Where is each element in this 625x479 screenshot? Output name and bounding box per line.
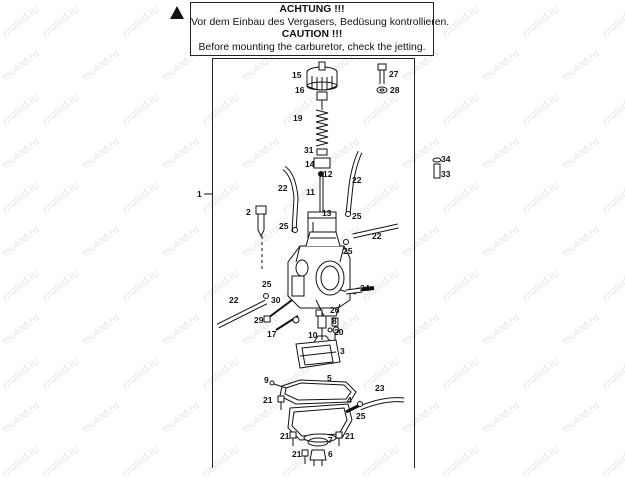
callout-12: 12 [323, 169, 333, 179]
assembly-frame [212, 58, 415, 468]
callout-3: 3 [340, 346, 345, 356]
callout-21-bottom: 21 [292, 449, 302, 459]
bowl-screws-part [277, 395, 343, 464]
callout-25-d: 25 [262, 279, 272, 289]
callout-23: 23 [375, 383, 385, 393]
callout-1: 1 [197, 189, 202, 199]
warning-title-en: CAUTION !!! [281, 29, 343, 41]
overflow-hose-left [216, 299, 268, 329]
vent-hose-right [345, 150, 363, 215]
callout-20: 20 [334, 327, 344, 337]
callout-33: 33 [441, 169, 451, 179]
callout-27: 27 [389, 69, 399, 79]
callout-11: 11 [306, 187, 315, 197]
pilot-jet-part [315, 309, 333, 333]
callout-34: 34 [441, 154, 451, 164]
float-pin-part [269, 380, 287, 389]
float-bowl-gasket-part [279, 379, 357, 405]
callout-2: 2 [246, 207, 251, 217]
callout-25-c: 25 [343, 246, 353, 256]
needle-retainer-part [313, 148, 331, 212]
drain-oring-part [307, 437, 329, 447]
callout-5: 5 [327, 373, 332, 383]
callout-22-lower-left: 22 [229, 295, 239, 305]
warning-text-de: Vor dem Einbau des Vergasers, Bedüsung k… [191, 16, 450, 28]
callout-22-right-lower: 22 [372, 231, 382, 241]
callout-30: 30 [271, 295, 281, 305]
jet-screws-part [263, 299, 340, 340]
jet-33-34-part [432, 157, 442, 179]
hose-clamps-part [263, 211, 363, 407]
callout-13: 13 [322, 208, 332, 218]
callout-6: 6 [328, 449, 333, 459]
callout-25-e: 25 [356, 411, 366, 421]
throttle-spring-part [315, 109, 329, 147]
float-bowl-part [287, 402, 363, 443]
callout-24: 24 [360, 283, 370, 293]
callout-21-left: 21 [280, 431, 290, 441]
callout-29: 29 [254, 315, 264, 325]
warning-text-en: Before mounting the carburetor, check th… [198, 41, 426, 53]
callout-17: 17 [267, 329, 277, 339]
cable-adjuster-part [316, 91, 328, 110]
callout-25-b: 25 [352, 211, 362, 221]
callout-25-a: 25 [279, 221, 289, 231]
callout-22-right: 22 [352, 175, 362, 185]
drain-hose-part [359, 397, 405, 411]
warning-triangle-icon [170, 6, 184, 19]
carburetor-body-part [287, 231, 375, 317]
callout-15: 15 [292, 70, 302, 80]
callout-26: 26 [330, 305, 340, 315]
screw-27-part [377, 63, 387, 84]
callout-14: 14 [305, 159, 315, 169]
callout-31: 31 [304, 145, 314, 155]
callout-4: 4 [347, 395, 352, 405]
callout-7: 7 [328, 435, 333, 445]
warning-title-de: ACHTUNG !!! [279, 4, 345, 15]
idle-screw-part [255, 205, 267, 270]
warning-box: ACHTUNG !!! Vor dem Einbau des Vergasers… [190, 2, 450, 56]
overflow-hose-24 [345, 287, 363, 295]
float-part [295, 335, 341, 369]
callout-9: 9 [264, 375, 269, 385]
callout-21-right: 21 [345, 431, 355, 441]
drain-plug-part [309, 449, 327, 466]
vent-hose-right-lower [352, 223, 399, 239]
callout-28: 28 [390, 85, 400, 95]
callout-16: 16 [295, 85, 305, 95]
callout-19: 19 [293, 113, 303, 123]
callout-10: 10 [308, 330, 318, 340]
vent-hose-left [282, 165, 299, 233]
carburetor-exploded-view [204, 61, 442, 466]
callout-22-left: 22 [278, 183, 288, 193]
washer-28-part [376, 86, 388, 94]
callout-21-upper: 21 [263, 395, 273, 405]
callout-8: 8 [332, 316, 337, 326]
top-cap-part [306, 61, 338, 91]
